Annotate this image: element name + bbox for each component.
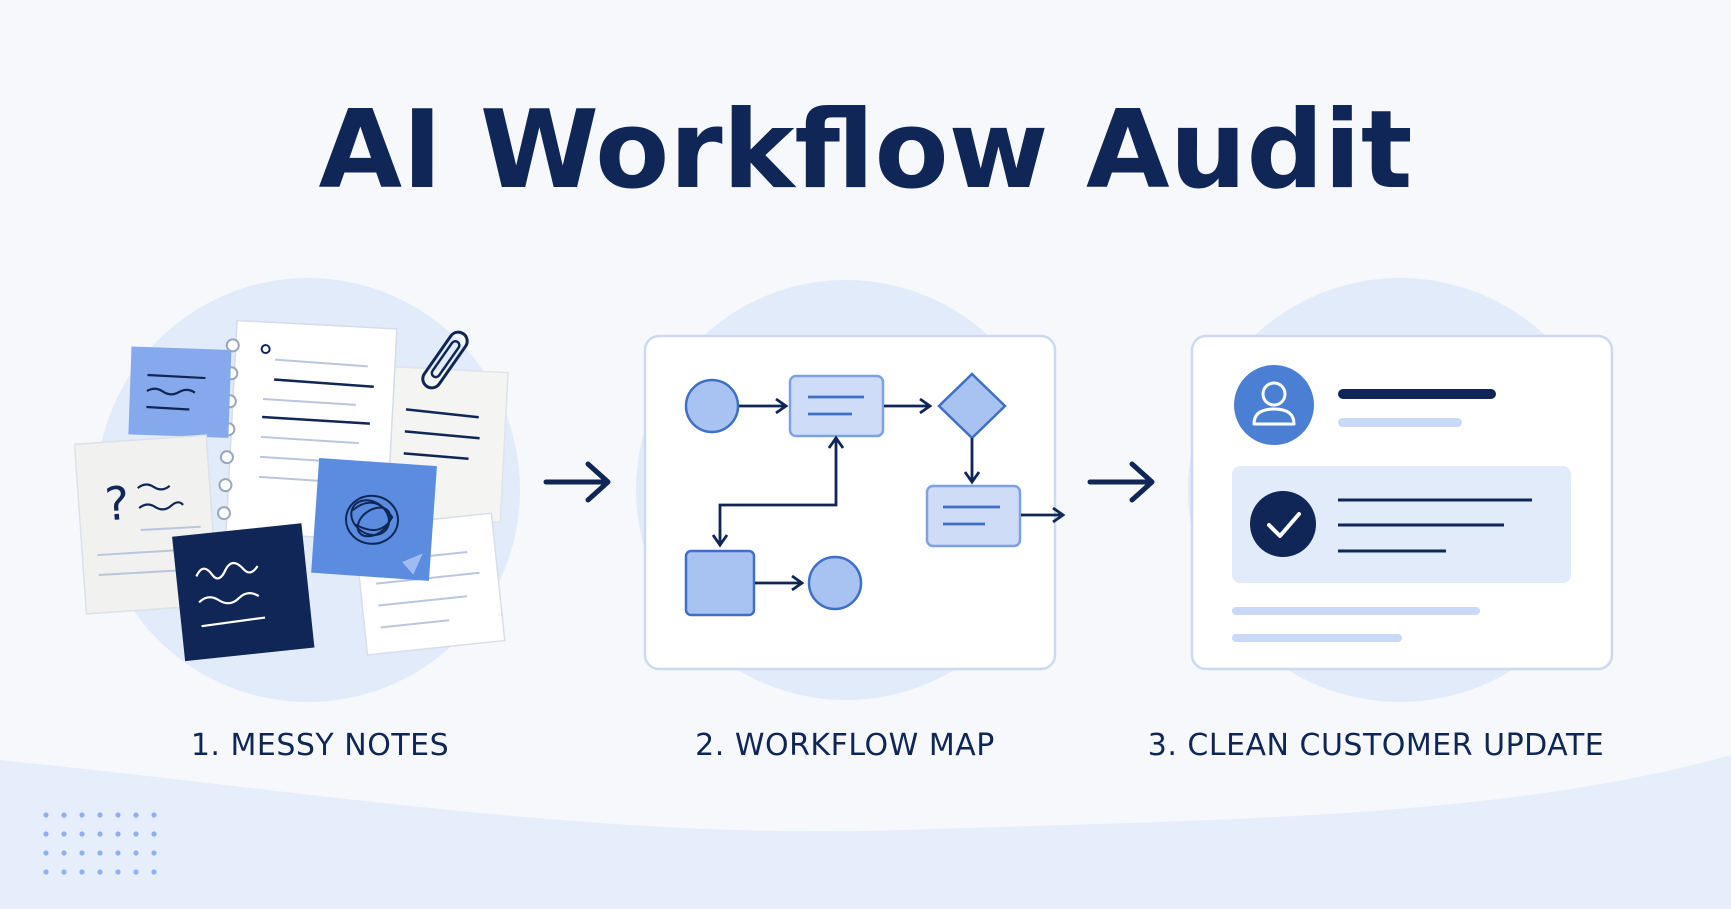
user-avatar-icon (1234, 365, 1314, 445)
flow-square-node (684, 549, 756, 617)
step-label-messy-notes: 1. MESSY NOTES (190, 728, 450, 763)
flow-process-node (788, 374, 885, 438)
sticky-note-dark (172, 523, 315, 662)
footer-line (1232, 634, 1402, 642)
dot-grid (43, 812, 157, 875)
checkmark-icon (1250, 491, 1316, 557)
sticky-note-scribble (311, 457, 437, 581)
flow-connector (963, 438, 981, 485)
paperclip-icon (421, 330, 469, 390)
user-name-line (1338, 389, 1496, 399)
workflow-map-illustration (636, 280, 1066, 700)
scribble-icon (345, 494, 399, 545)
question-mark-icon: ? (103, 476, 131, 532)
step-label-clean-customer-update: 3. CLEAN CUSTOMER UPDATE (1147, 728, 1605, 763)
customer-update-illustration (1188, 278, 1614, 702)
flow-connector (755, 574, 805, 592)
arrow-right-icon (543, 461, 611, 503)
background-wave (0, 755, 1731, 909)
flow-connector (1021, 506, 1066, 524)
flow-connector (884, 397, 933, 415)
sticky-note-blue (128, 346, 232, 438)
flow-process-node (925, 484, 1022, 548)
flow-connector (739, 397, 789, 415)
step-label-workflow-map: 2. WORKFLOW MAP (695, 728, 995, 763)
flow-connector (711, 435, 845, 548)
flow-end-node (807, 555, 863, 611)
arrow-right-icon (1087, 461, 1155, 503)
user-detail-line (1338, 418, 1462, 427)
messy-notes-illustration: ? (73, 278, 520, 702)
footer-line (1232, 607, 1480, 615)
flow-start-node (684, 378, 740, 434)
page-title: AI Workflow Audit (318, 88, 1413, 213)
